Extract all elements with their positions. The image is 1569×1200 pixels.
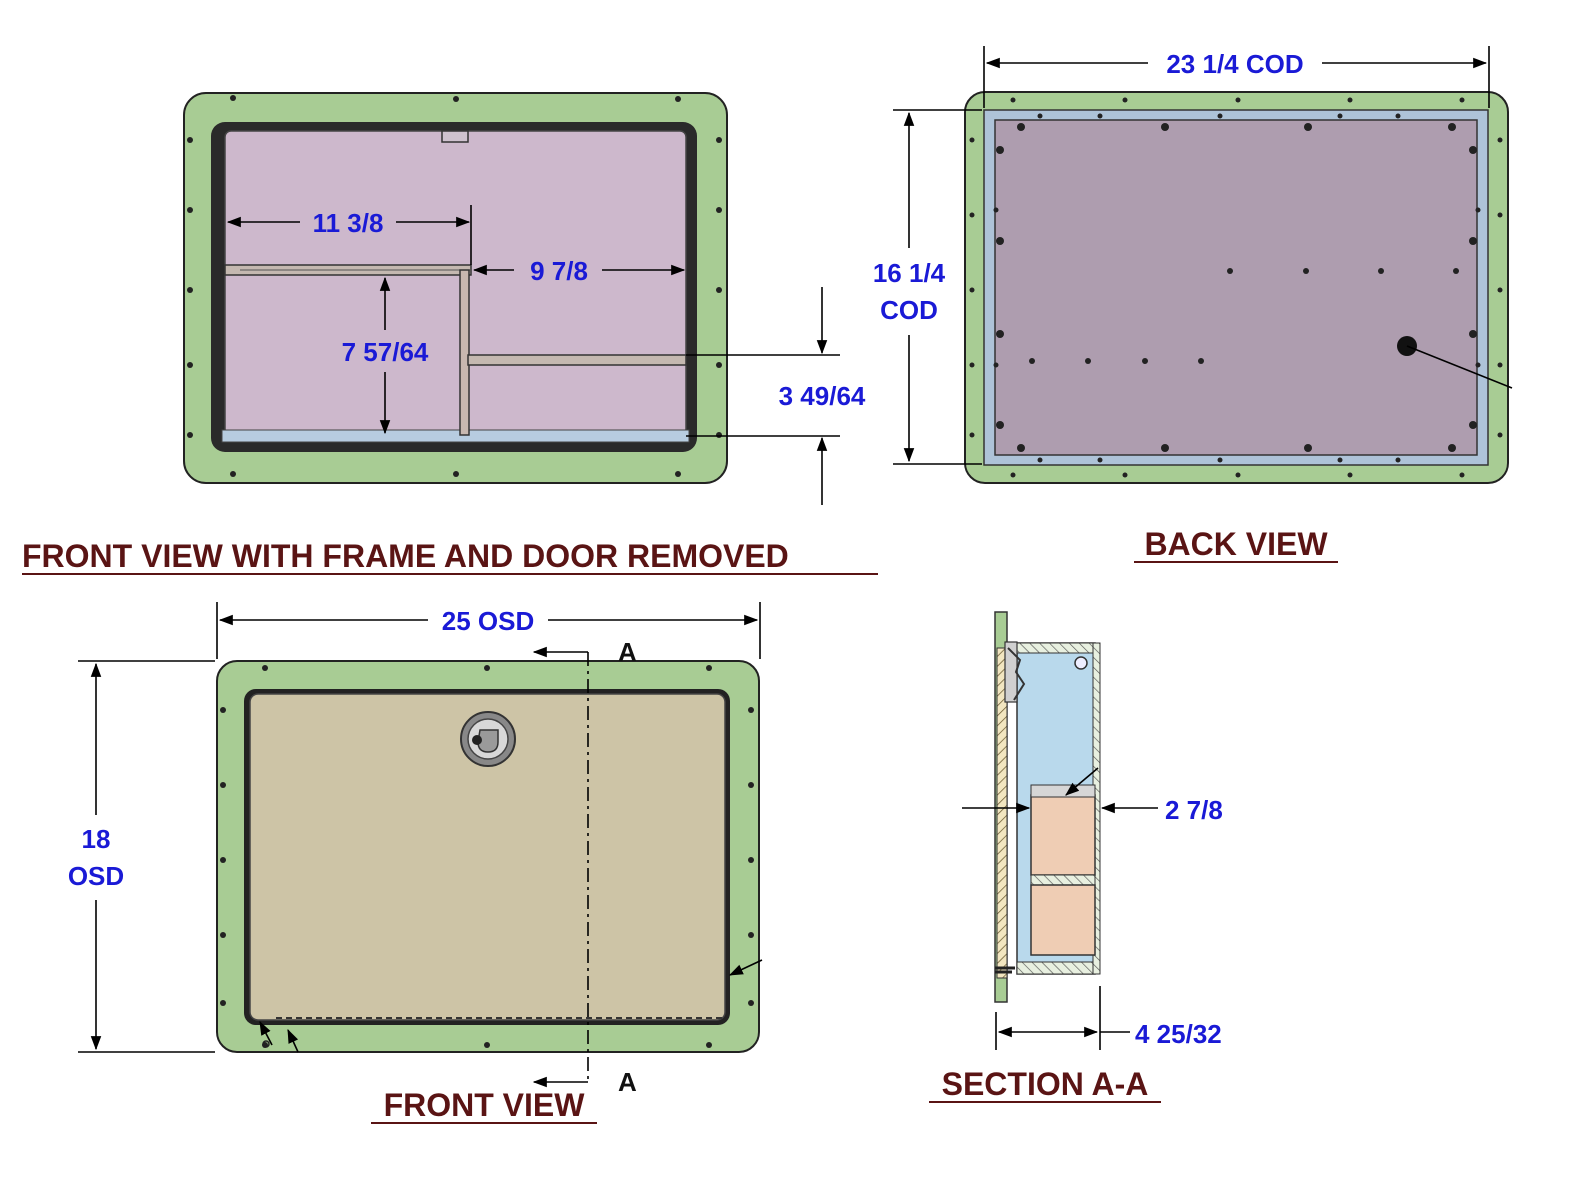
dim-lower-height: 7 57/64 xyxy=(342,337,429,367)
front-removed-view: 11 3/8 9 7/8 7 57/64 3 49/64 FRONT VIEW … xyxy=(22,92,878,575)
right-shelf xyxy=(467,354,687,366)
top-latch-tab xyxy=(441,130,469,143)
dim-bottom-height: 3 49/64 xyxy=(779,381,866,411)
section-marker-top: A xyxy=(618,637,637,667)
dim-front-width: 25 OSD xyxy=(442,606,535,636)
front-removed-frame-holes xyxy=(187,95,722,477)
title-front: FRONT VIEW xyxy=(384,1087,586,1123)
back-panel-rivets xyxy=(1029,268,1459,364)
section-top-wall xyxy=(1016,642,1100,654)
door-panel xyxy=(249,693,726,1021)
dim-back-height-1: 16 1/4 xyxy=(873,258,946,288)
front-frame-holes xyxy=(220,665,754,1048)
title-section: SECTION A-A xyxy=(942,1066,1149,1102)
back-rim-holes xyxy=(993,113,1481,463)
back-view: 23 1/4 COD 16 1/4 COD BACK VIEW xyxy=(873,46,1513,563)
dim-front-height-2: OSD xyxy=(68,861,124,891)
title-front-removed: FRONT VIEW WITH FRAME AND DOOR REMOVED xyxy=(22,538,789,574)
section-lower-box xyxy=(1030,884,1096,956)
title-back: BACK VIEW xyxy=(1144,526,1328,562)
section-shelf xyxy=(1030,874,1096,886)
section-view: 2 7/8 4 25/32 SECTION A-A xyxy=(929,611,1223,1103)
section-bottom-wall xyxy=(1016,961,1100,975)
latch-handle[interactable] xyxy=(460,711,516,767)
front-view: A A 25 OSD 18 OSD FRONT VIEW xyxy=(68,602,763,1124)
dim-shelf-right-width: 9 7/8 xyxy=(530,256,588,286)
dim-front-height-1: 18 xyxy=(82,824,111,854)
dim-back-height-2: COD xyxy=(880,295,938,325)
section-marker-bottom: A xyxy=(618,1067,637,1097)
back-panel xyxy=(994,119,1478,456)
dim-section-total-depth: 4 25/32 xyxy=(1135,1019,1222,1049)
dim-shelf-left-width: 11 3/8 xyxy=(313,208,384,238)
section-door xyxy=(996,647,1008,979)
front-removed-bottom-lip xyxy=(221,429,690,443)
back-frame-holes xyxy=(969,97,1503,478)
section-upper-box xyxy=(1030,794,1096,876)
section-drain xyxy=(1074,656,1088,670)
dim-section-shelf-depth: 2 7/8 xyxy=(1165,795,1223,825)
front-removed-interior xyxy=(224,130,687,436)
dim-back-width: 23 1/4 COD xyxy=(1166,49,1303,79)
vertical-divider xyxy=(459,269,470,436)
